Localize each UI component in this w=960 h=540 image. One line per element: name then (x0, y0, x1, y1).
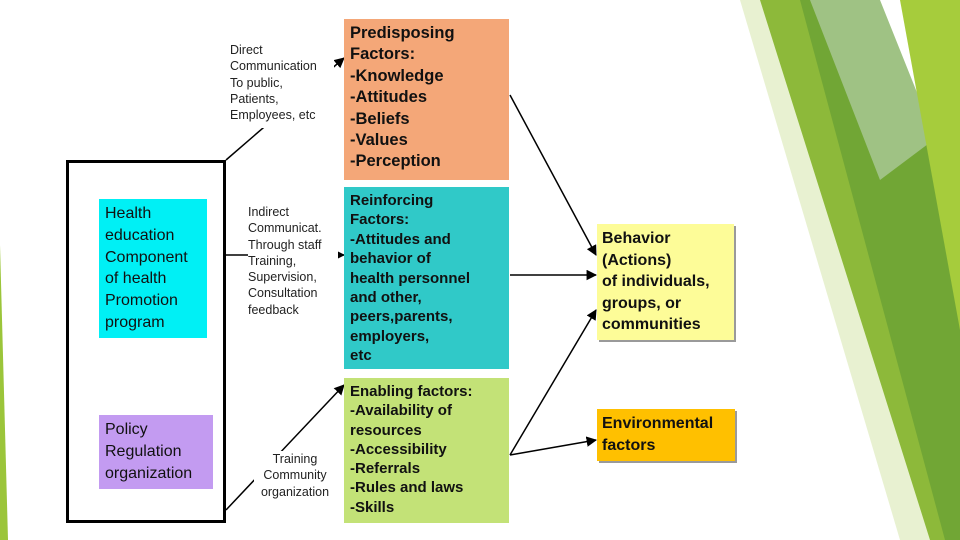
left-accent-stripe (0, 245, 8, 540)
predisposing-factors-box: Predisposing Factors: -Knowledge -Attitu… (344, 19, 509, 180)
behavior-box: Behavior (Actions) of individuals, group… (597, 224, 734, 340)
indirect-communication-label: Indirect Communicat. Through staff Train… (248, 204, 338, 322)
right-decor-dark (800, 0, 960, 540)
right-decor-top (900, 0, 960, 330)
enabling-factors-box: Enabling factors: -Availability of resou… (344, 378, 509, 523)
direct-communication-label: Direct Communication To public, Patients… (230, 42, 334, 128)
environmental-factors-box: Environmental factors (597, 409, 735, 461)
policy-box: Policy Regulation organization (99, 415, 213, 489)
training-community-label: Training Community organization (254, 451, 336, 501)
arrow-enabling-to-behavior (509, 309, 597, 456)
reinforcing-factors-box: Reinforcing Factors: -Attitudes and beha… (344, 187, 509, 369)
arrow-enabling-to-environmental (509, 436, 598, 456)
health-education-box: Health education Component of health Pro… (99, 199, 207, 338)
arrow-to-enabling (225, 384, 345, 511)
arrow-predisposing-to-behavior (509, 94, 597, 256)
